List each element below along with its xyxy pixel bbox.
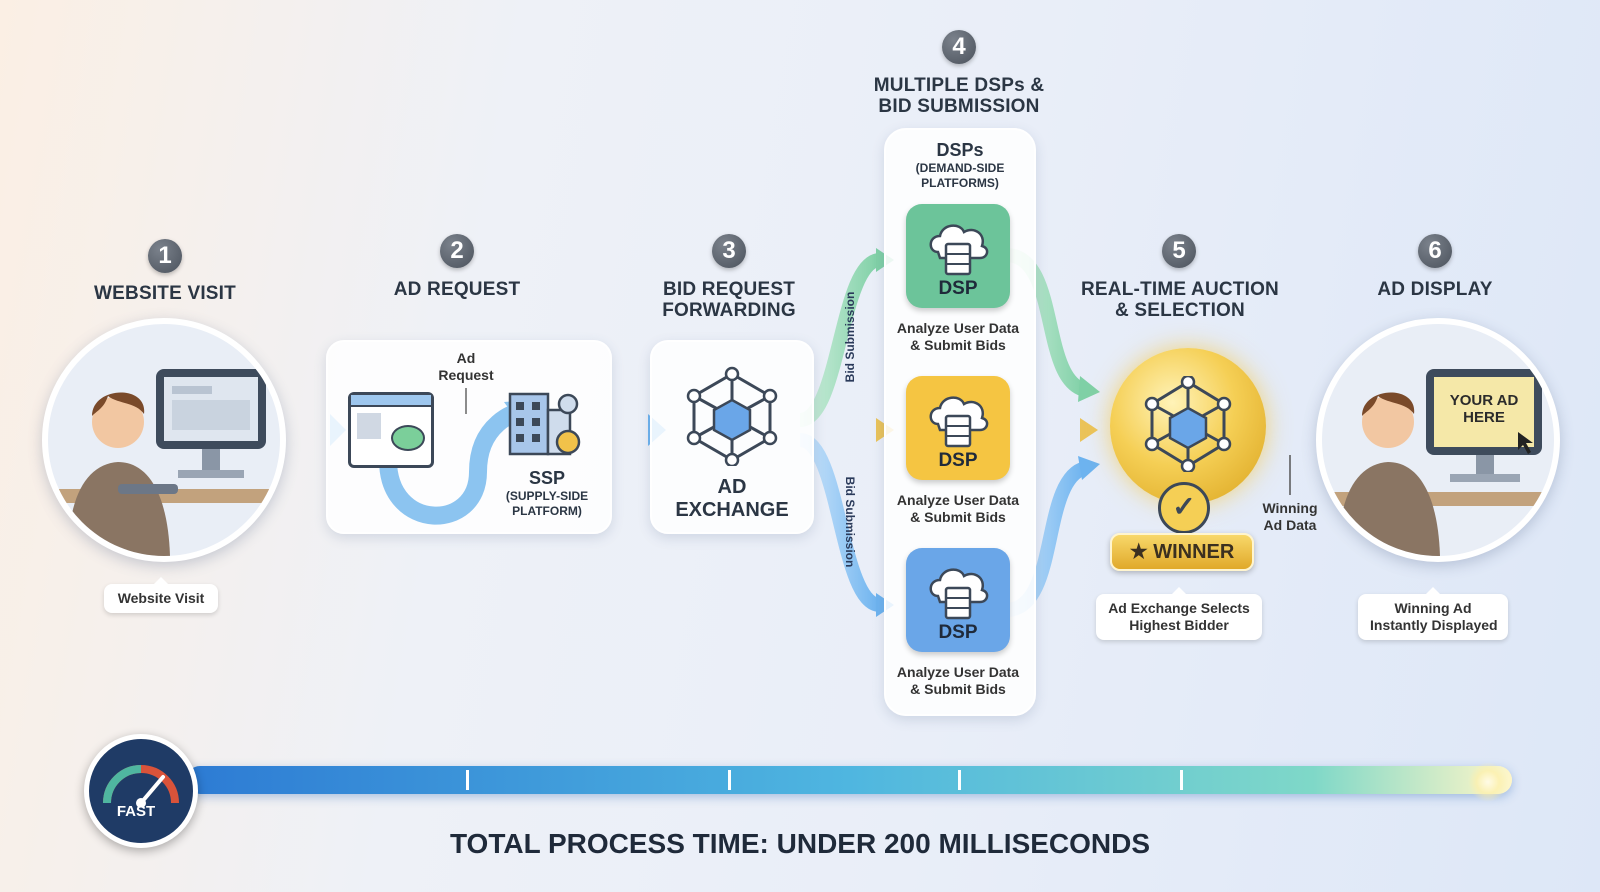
dsp-caption: Analyze User Data& Submit Bids: [896, 492, 1020, 525]
person-at-computer-icon: [48, 369, 280, 556]
gauge-label: FAST: [116, 803, 156, 820]
ssp-title: SSP: [528, 468, 566, 488]
step-4-number: 4: [942, 30, 976, 64]
step-3-number: 3: [712, 234, 746, 268]
cloud-server-icon: [929, 396, 989, 448]
bid-submission-label-top: Bid Submission: [843, 291, 857, 383]
dsp-label: DSP: [938, 278, 978, 299]
chat-bubble-icon: [391, 425, 425, 451]
dsp-caption: Analyze User Data& Submit Bids: [896, 320, 1020, 353]
ssp-building-icon: [506, 384, 581, 456]
dsp-panel-subtitle-2: PLATFORMS): [921, 176, 999, 190]
step-4-title: MULTIPLE DSPs & BID SUBMISSION: [873, 75, 1045, 117]
star-icon: ★: [1129, 541, 1154, 563]
person-at-computer-icon: [1322, 369, 1554, 556]
dsp-label: DSP: [938, 450, 978, 471]
dsp-box: DSP: [906, 548, 1010, 652]
ad-request-flow-label: Ad Request: [438, 350, 494, 383]
step-5-caption: Ad Exchange Selects Highest Bidder: [1096, 587, 1262, 640]
auction-cube-icon: [1144, 376, 1232, 472]
step-5-title: REAL-TIME AUCTION & SELECTION: [1081, 279, 1279, 321]
total-process-time: TOTAL PROCESS TIME: UNDER 200 MILLISECON…: [449, 828, 1151, 859]
checkmark-icon: ✓: [1158, 482, 1210, 534]
step-5-number: 5: [1162, 234, 1196, 268]
ad-request-card: Ad Request SSP (SUPPLY-SIDE PLATFORM): [326, 340, 612, 534]
cloud-server-icon: [929, 224, 989, 276]
step-6-caption: Winning Ad Instantly Displayed: [1358, 587, 1508, 640]
cursor-icon: [1518, 432, 1533, 454]
step-3-title: BID REQUEST FORWARDING: [662, 279, 796, 321]
ad-exchange-line1: AD: [717, 476, 747, 498]
dsp-box: DSP: [906, 204, 1010, 308]
browser-window-icon: [348, 392, 434, 468]
ad-screen-line2: HERE: [1463, 409, 1505, 426]
gear-icon: [555, 429, 581, 455]
speedometer-icon: FAST: [84, 734, 198, 848]
network-cube-icon: [686, 366, 778, 466]
step-1-title: WEBSITE VISIT: [94, 283, 236, 304]
dsp-panel-title: DSPs: [936, 140, 984, 160]
ad-exchange-line2: EXCHANGE: [675, 499, 789, 521]
dsp-box: DSP: [906, 376, 1010, 480]
dsp-label: DSP: [938, 622, 978, 643]
step-6-number: 6: [1418, 234, 1452, 268]
step-2-number: 2: [440, 234, 474, 268]
timeline-glow: [1468, 762, 1508, 802]
auction-gold-coin: [1110, 348, 1266, 504]
step-6-title: AD DISPLAY: [1377, 279, 1493, 300]
dsp-caption: Analyze User Data& Submit Bids: [896, 664, 1020, 697]
winning-ad-data-label: Winning Ad Data: [1262, 500, 1318, 533]
ad-screen-line1: YOUR AD: [1449, 392, 1519, 409]
dsp-panel-subtitle-1: (DEMAND-SIDE: [915, 161, 1005, 175]
website-visit-illustration: [42, 318, 286, 562]
ad-display-illustration: YOUR AD HERE: [1316, 318, 1560, 562]
bid-submission-label-bottom: Bid Submission: [843, 476, 857, 568]
ad-exchange-card: AD EXCHANGE: [650, 340, 814, 534]
timeline-bar: [186, 766, 1512, 794]
step-1-caption: Website Visit: [104, 577, 218, 613]
cloud-server-icon: [929, 568, 989, 620]
winner-badge: ★ WINNER: [1110, 533, 1254, 571]
ssp-subtitle: (SUPPLY-SIDE PLATFORM): [505, 489, 589, 518]
step-2-title: AD REQUEST: [393, 279, 521, 300]
step-1-number: 1: [148, 239, 182, 273]
